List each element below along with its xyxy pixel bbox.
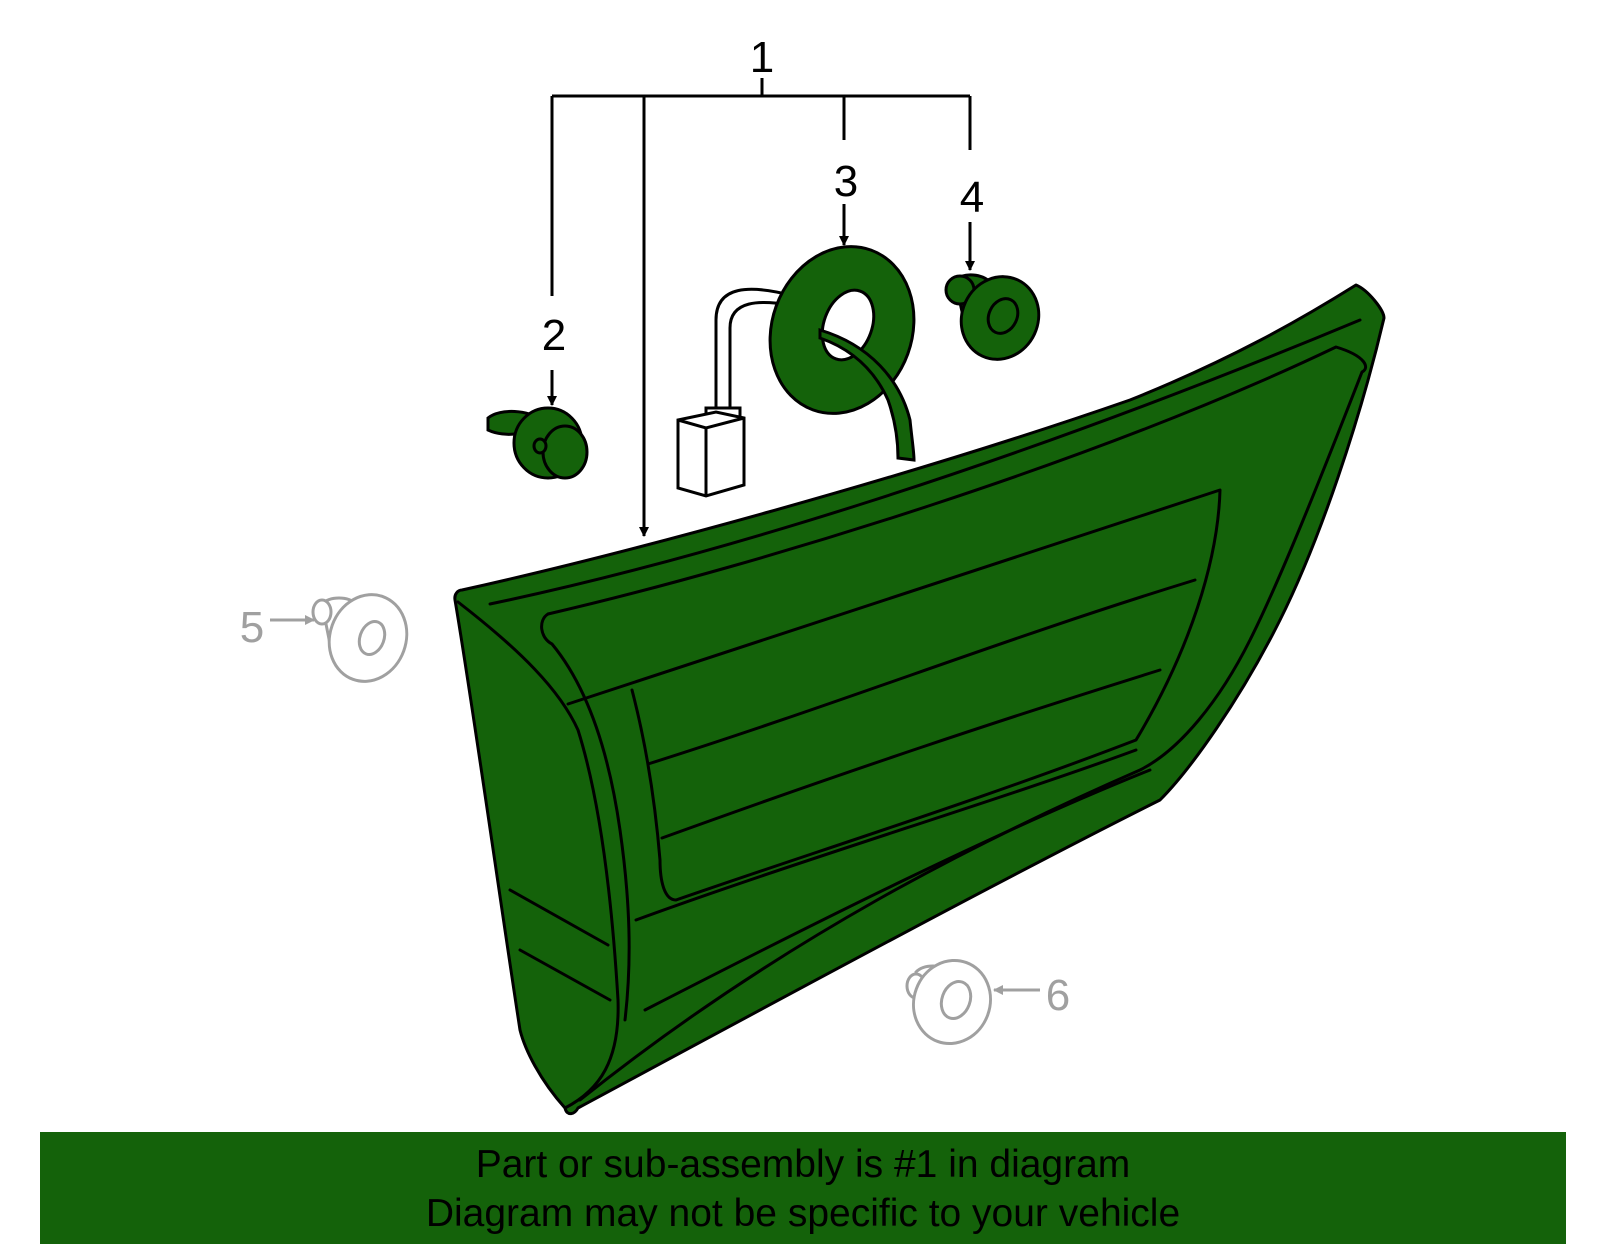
nut-right	[905, 958, 992, 1046]
bushing-nut	[944, 273, 1041, 361]
callout-3-label: 3	[834, 157, 858, 206]
callout-2-label: 2	[542, 311, 566, 360]
callout-5-label: 5	[240, 603, 264, 652]
tail-lamp-assembly	[453, 283, 1386, 1116]
banner-line-2: Diagram may not be specific to your vehi…	[425, 1192, 1181, 1235]
socket-harness-grommet	[676, 245, 916, 498]
nut-left	[311, 593, 409, 683]
callout-1-label: 1	[750, 33, 774, 82]
callout-4-label: 4	[960, 173, 984, 222]
banner-line-1: Part or sub-assembly is #1 in diagram	[475, 1143, 1131, 1186]
callout-6-label: 6	[1046, 971, 1070, 1020]
callout-1-leader	[550, 78, 972, 537]
push-clip	[486, 406, 589, 480]
disclaimer-banner: Part or sub-assembly is #1 in diagram Di…	[40, 1132, 1566, 1244]
